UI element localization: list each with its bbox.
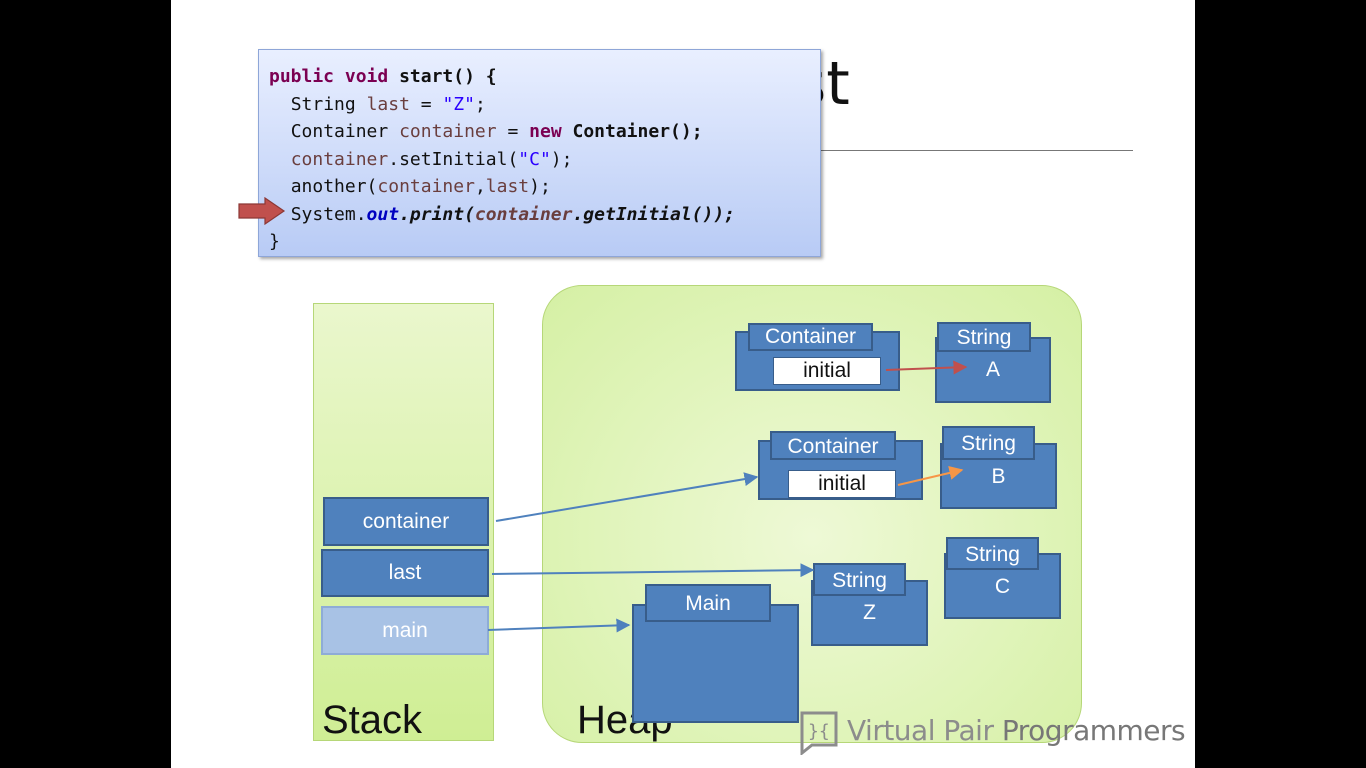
heap-string-value-c: C (994, 575, 1011, 598)
heap-string-value-b: B (991, 465, 1006, 488)
heap-string-type-c: String (946, 537, 1039, 570)
code-line-7: } (269, 231, 280, 252)
heap-string-type-a: String (937, 322, 1031, 352)
stack-frame-main: main (321, 606, 489, 655)
heap-main-type: Main (645, 584, 771, 622)
heap-container-type-2: Container (770, 431, 896, 460)
code-callout: public void start() { String last = "Z";… (258, 49, 821, 257)
stack-frame-label: last (388, 561, 422, 584)
heap-container-type-1: Container (748, 323, 873, 351)
code-line-1: public void start() { (269, 66, 497, 87)
container-initial-field-1: initial (773, 357, 881, 385)
svg-text:}{: }{ (808, 721, 830, 742)
code-line-3: Container container = new Container(); (290, 121, 703, 142)
code-line-2: String last = "Z"; (290, 93, 486, 115)
heap-string-value-z: Z (863, 601, 876, 624)
logo-text: Virtual Pair Programmers (847, 714, 1186, 747)
current-line-arrow-icon (238, 197, 286, 225)
stack-label: Stack (322, 698, 423, 742)
code-line-4: container.setInitial("C"); (290, 148, 573, 170)
container-initial-field-2: initial (788, 470, 896, 498)
heap-string-type-z: String (813, 563, 906, 596)
stack-frame-label: main (382, 618, 428, 642)
title-rule (820, 150, 1133, 151)
stack-frame-container: container (323, 497, 489, 546)
heap-string-value-a: A (985, 358, 1000, 381)
code-line-5: another(container,last); (290, 176, 551, 197)
stack-frame-label: container (362, 509, 450, 533)
heap-string-type-b: String (942, 426, 1035, 460)
code-line-6: System.out.print(container.getInitial())… (290, 203, 736, 225)
logo-icon: }{ (800, 711, 838, 755)
stack-frame-last: last (321, 549, 489, 597)
